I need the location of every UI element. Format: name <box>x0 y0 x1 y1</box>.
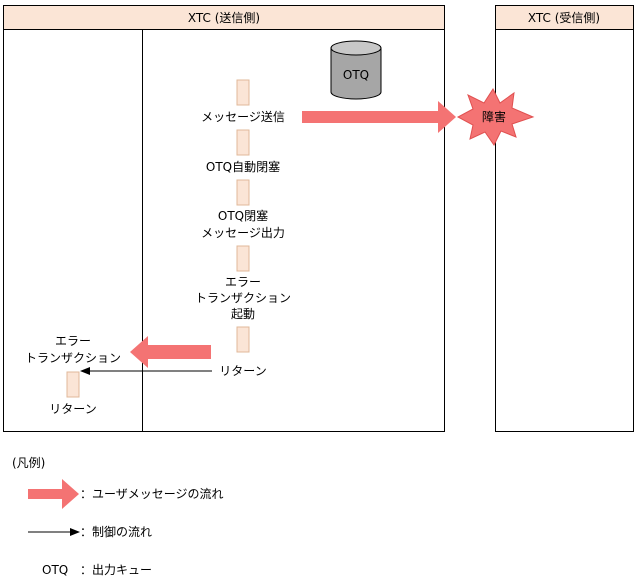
legend-otq-key: OTQ <box>42 563 68 577</box>
user-message-arrow-left <box>130 336 211 368</box>
sender-title: XTC (送信側) <box>188 10 260 25</box>
step-error-tx-line1: エラー <box>225 275 261 289</box>
step-block <box>236 179 250 206</box>
step-block <box>236 79 250 106</box>
legend-user-arrow <box>28 479 79 509</box>
left-step-block <box>66 371 80 398</box>
step-otq-close-line2: メッセージ出力 <box>201 226 285 240</box>
step-error-tx-line3: 起動 <box>231 307 255 321</box>
control-flow-arrow <box>80 367 212 375</box>
legend-user-message-flow: ：ユーザメッセージの流れ <box>80 487 224 501</box>
step-block <box>236 129 250 156</box>
receiver-panel: XTC (受信側) <box>495 5 634 432</box>
user-message-arrow <box>302 101 456 133</box>
step-otq-auto-close: OTQ自動閉塞 <box>206 159 280 174</box>
left-return: リターン <box>49 402 96 416</box>
db-label: OTQ <box>343 68 369 82</box>
receiver-title: XTC (受信側) <box>528 11 600 25</box>
legend-otq-desc: ：出力キュー <box>80 563 152 577</box>
legend-control-arrow <box>28 528 80 536</box>
legend-title: (凡例) <box>12 456 45 470</box>
sender-header <box>3 5 445 30</box>
step-block <box>236 326 250 353</box>
failure-label: 障害 <box>482 109 506 124</box>
step-return: リターン <box>219 364 266 378</box>
step-error-tx-line2: トランザクション <box>195 291 291 305</box>
step-otq-close-line1: OTQ閉塞 <box>218 208 268 223</box>
failure-burst-icon: 障害 <box>456 87 535 146</box>
left-error-tx-line1: エラー <box>55 334 91 348</box>
step-message-send: メッセージ送信 <box>201 109 285 124</box>
otq-database-icon: OTQ <box>330 40 382 100</box>
left-error-tx-line2: トランザクション <box>25 351 121 365</box>
step-block <box>236 245 250 272</box>
receiver-header <box>495 5 634 30</box>
legend-control-flow: ：制御の流れ <box>80 524 152 539</box>
